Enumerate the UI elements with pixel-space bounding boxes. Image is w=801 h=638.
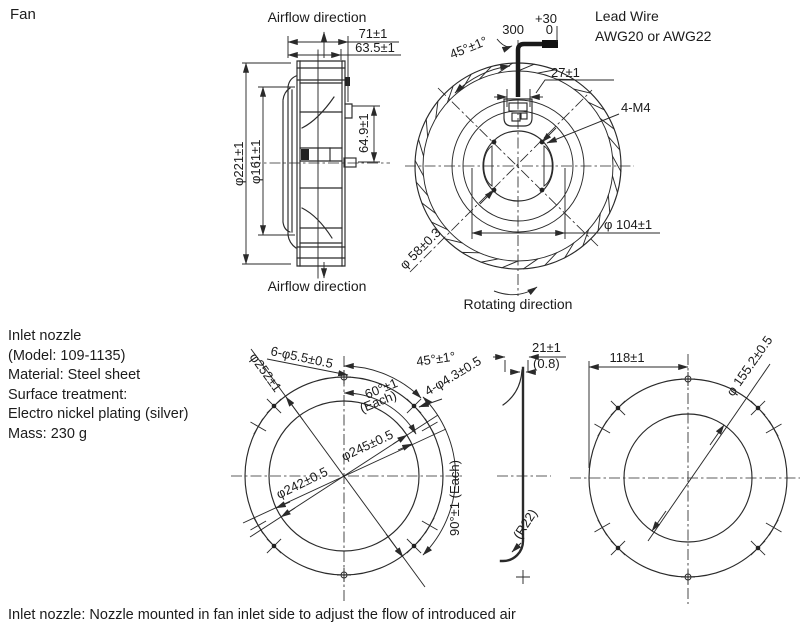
dim-bolt-circle-104: φ 104±1 xyxy=(604,217,652,232)
hub-details xyxy=(483,139,553,193)
spec-line-model: (Model: 109-1135) xyxy=(8,347,126,364)
airflow-direction-bottom-label: Airflow direction xyxy=(268,278,367,294)
dim-outer-diameter-221: φ221±1 xyxy=(231,142,246,186)
dim-wire-tol-zero: 0 xyxy=(546,22,553,37)
lead-wire xyxy=(515,41,542,97)
dim-wire-tol-plus: +30 xyxy=(535,11,557,26)
screw-holes-leader xyxy=(546,113,620,144)
dim-impeller-diameter-161: φ161±1 xyxy=(248,140,263,184)
nozzle-back-centerlines xyxy=(570,354,800,604)
dim-angle-45: 45°±1° xyxy=(415,349,456,369)
rotating-direction-arrow xyxy=(493,286,538,296)
fan-side-body xyxy=(282,49,357,279)
dim-radius-r22: (R22) xyxy=(510,506,540,541)
hub-width-dim xyxy=(494,79,614,107)
page-title: Fan xyxy=(10,6,36,23)
nozzle-profile xyxy=(499,366,525,563)
nozzle-back-view: 118±1 φ 155.2±0.5 xyxy=(570,333,800,604)
dim-holes-large-6x5-5: 6-φ5.5±0.5 xyxy=(269,343,334,371)
bolt-circle-dim xyxy=(471,168,660,239)
spec-line-mass: Mass: 230 g xyxy=(8,425,87,442)
lead-wire-label-line2: AWG20 or AWG22 xyxy=(595,28,712,44)
label-screw-holes-4-M4: 4-M4 xyxy=(621,100,651,115)
dim-offset-118: 118±1 xyxy=(609,350,644,365)
dim-sheet-thickness: (0.8) xyxy=(533,356,560,371)
dim-depth-63-5: 63.5±1 xyxy=(355,40,395,55)
spec-line-title: Inlet nozzle xyxy=(8,328,82,344)
wire-length-leader xyxy=(496,38,513,53)
nozzle-side-dims xyxy=(493,353,566,553)
nozzle-side-view: 21±1 (0.8) (R22) xyxy=(493,340,566,584)
fan-side-view: Airflow direction xyxy=(231,9,401,294)
nozzle-side-bottom-mark xyxy=(516,570,530,584)
dim-angle-90-each: 90°±1 (Each) xyxy=(447,460,462,536)
dim-nozzle-depth-21: 21±1 xyxy=(532,340,561,355)
fan-side-dimensions xyxy=(242,36,401,265)
lead-wire-label-line1: Lead Wire xyxy=(595,8,659,24)
dim-wire-angle-45: 45°±1° xyxy=(448,33,490,62)
fan-front-diagonal-centerlines xyxy=(409,87,599,273)
hub-dia-arrow-1 xyxy=(479,189,495,205)
spec-line-surface: Surface treatment: xyxy=(8,386,128,403)
dim-dia-245: φ245±0.5 xyxy=(339,427,395,464)
nozzle-back-hole-marks xyxy=(594,372,782,584)
dim-inner-dia-155-2: φ 155.2±0.5 xyxy=(723,333,775,399)
hub-dia-arrow-2 xyxy=(541,127,557,143)
airflow-direction-top-label: Airflow direction xyxy=(268,9,367,25)
nozzle-back-dims xyxy=(588,361,771,542)
dim-hub-width-27: 27±1 xyxy=(551,65,580,80)
rotating-direction-label: Rotating direction xyxy=(464,296,573,312)
lead-wire-connector xyxy=(503,98,533,127)
nozzle-profile-flare xyxy=(502,369,523,406)
dim-wire-length-300: 300 xyxy=(502,22,524,37)
dim-wire-height-64-9: 64.9±1 xyxy=(356,113,371,153)
nozzle-front-view: 6-φ5.5±0.5 φ252±1 45°±1° 4-φ4.3±0.5 60°±… xyxy=(231,343,484,602)
spec-line-material: Material: Steel sheet xyxy=(8,367,141,383)
nozzle-front-dim-lines xyxy=(242,348,457,588)
nozzle-back-inner-circle xyxy=(623,413,753,543)
wire-angle-arc xyxy=(454,64,511,94)
dim-depth-71: 71±1 xyxy=(359,26,388,41)
footer-note: Inlet nozzle: Nozzle mounted in fan inle… xyxy=(8,607,516,623)
spec-line-plating: Electro nickel plating (silver) xyxy=(8,406,189,422)
inlet-nozzle-spec-block: Inlet nozzle (Model: 109-1135) Material:… xyxy=(8,327,238,444)
dim-hub-dia-58: φ 58±0.3 xyxy=(397,225,444,272)
lead-wire-tip xyxy=(542,40,558,48)
fan-front-view: 300 +30 0 45°±1° 27±1 4-M4 φ 104±1 xyxy=(397,8,712,312)
